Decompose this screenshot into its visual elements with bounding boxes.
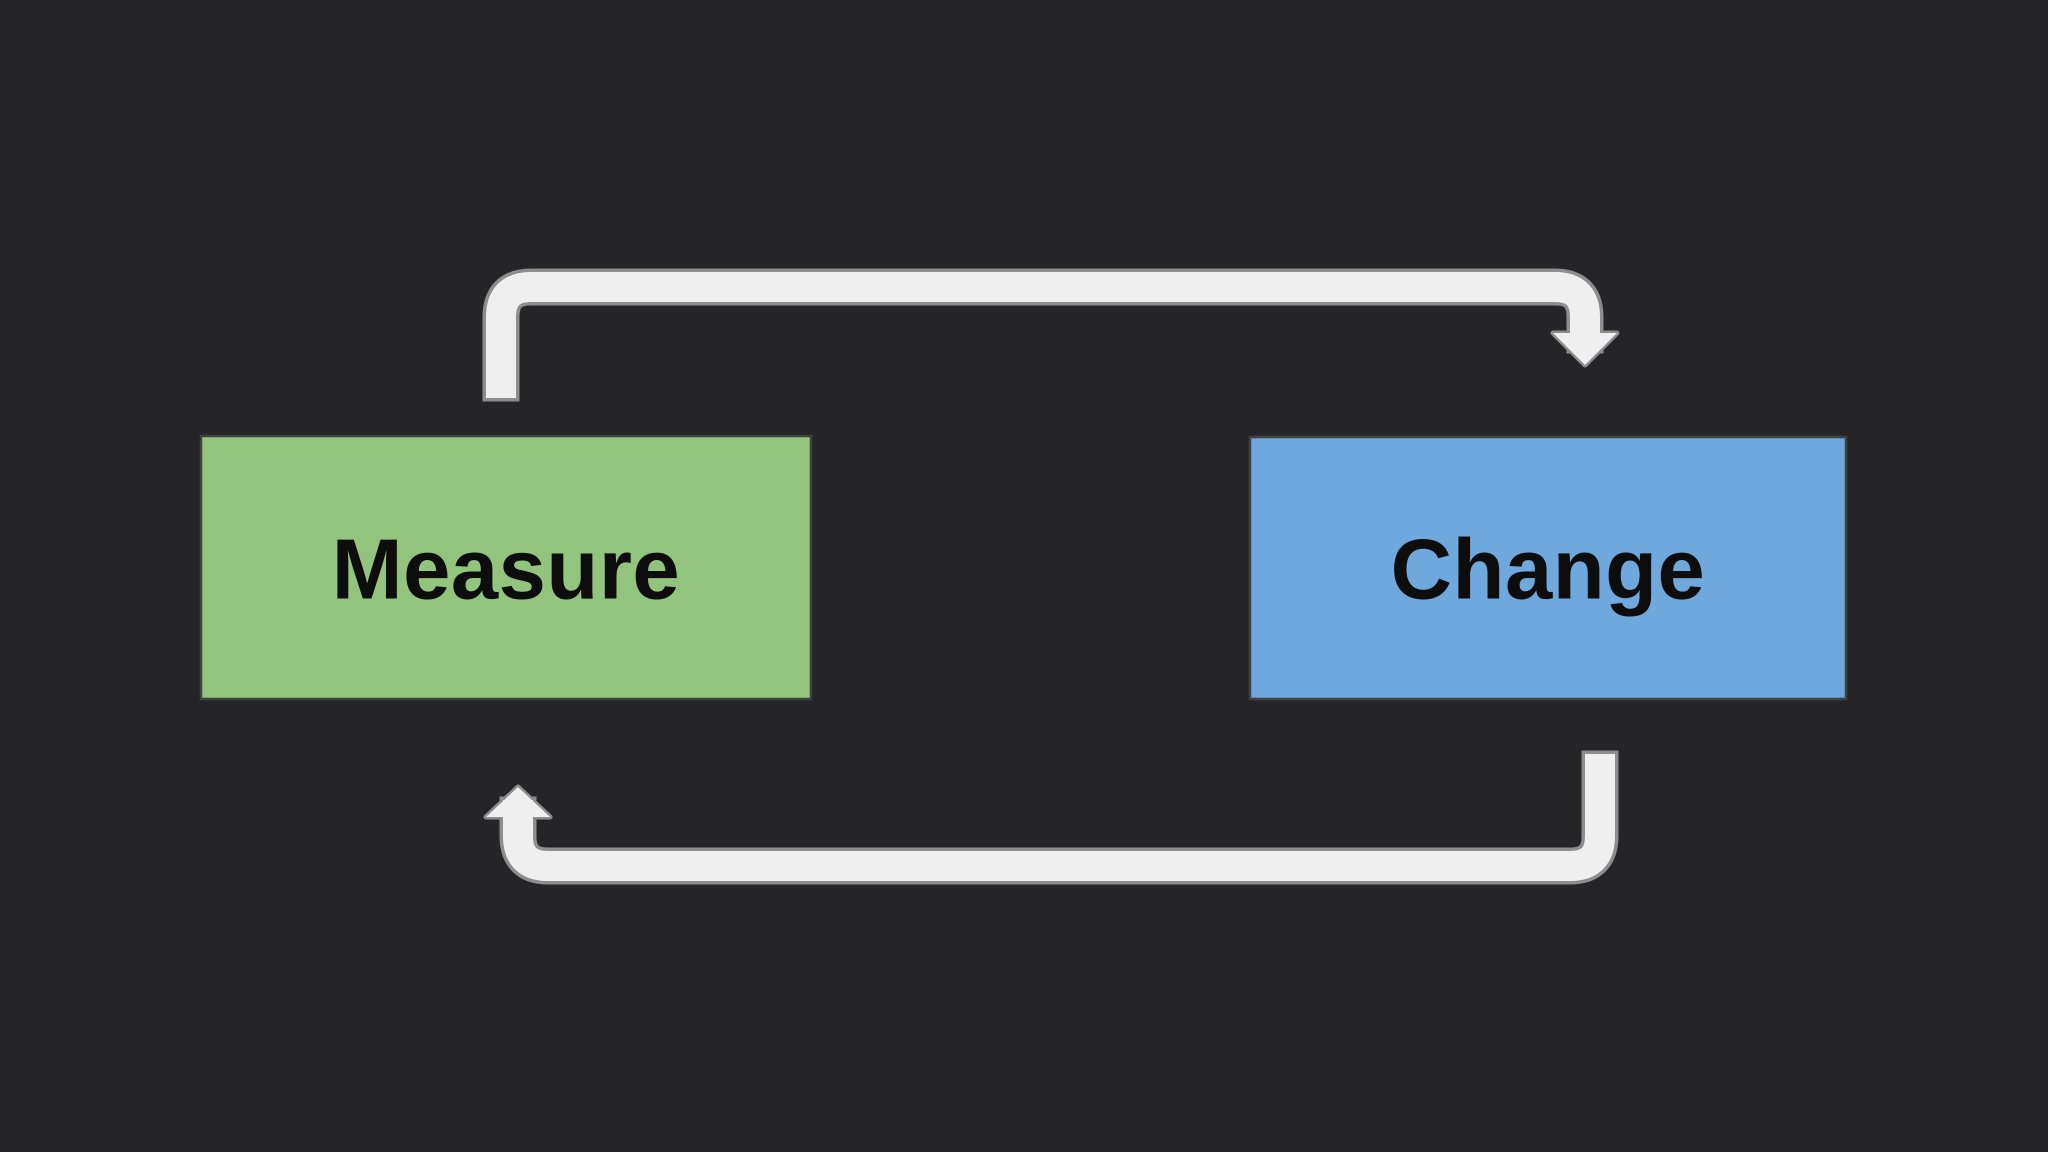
measure-label: Measure bbox=[332, 523, 680, 618]
arrow-top-shaft bbox=[486, 272, 1600, 398]
node-change: Change bbox=[1248, 435, 1848, 701]
arrow-bottom-arrowhead-icon bbox=[486, 787, 550, 817]
arrow-measure-to-change bbox=[482, 268, 1620, 402]
arrow-top-arrowhead-icon bbox=[1553, 333, 1617, 365]
node-measure: Measure bbox=[199, 434, 813, 701]
change-label: Change bbox=[1391, 523, 1706, 618]
measure-box bbox=[199, 434, 813, 701]
arrow-change-to-measure bbox=[483, 750, 1619, 885]
change-box bbox=[1248, 435, 1848, 701]
arrow-bottom-shaft bbox=[503, 754, 1615, 881]
